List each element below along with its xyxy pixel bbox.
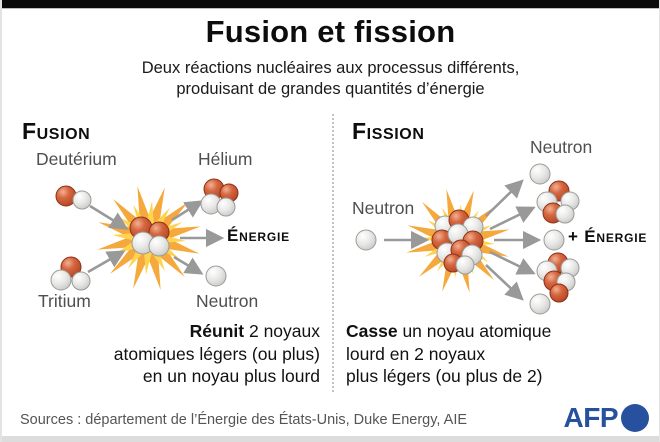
fusion-heading: Fusion bbox=[22, 118, 91, 144]
proton-sphere-icon bbox=[60, 256, 82, 278]
neutron-sphere-icon bbox=[148, 235, 170, 257]
neutron-sphere-icon bbox=[455, 255, 475, 275]
fission-neutron-out-label: Neutron bbox=[530, 137, 593, 157]
top-black-bar bbox=[2, 0, 659, 9]
fission-neutron-out-bottom-particle bbox=[529, 293, 551, 315]
proton-sphere-icon bbox=[431, 229, 453, 251]
page-subtitle: Deux réactions nucléaires aux processus … bbox=[2, 58, 659, 100]
neutron-sphere-icon bbox=[447, 223, 469, 245]
fission-desc-bold: Casse bbox=[346, 321, 398, 341]
bottom-gray-bar bbox=[2, 436, 659, 442]
fusion-starburst bbox=[97, 186, 201, 290]
deuterium-atom bbox=[55, 185, 92, 210]
neutron-sphere-icon bbox=[50, 269, 72, 291]
fission-energy-label: + Énergie bbox=[568, 227, 648, 246]
fission-energy-neutron-particle bbox=[543, 229, 565, 251]
fission-neutron-in-label: Neutron bbox=[352, 198, 415, 218]
page-title: Fusion et fission bbox=[205, 14, 456, 49]
neutron-sphere-icon bbox=[529, 293, 551, 315]
fusion-desc-line-3: en un noyau plus lourd bbox=[142, 366, 320, 386]
neutron-sphere-icon bbox=[560, 191, 580, 211]
neutron-sphere-icon bbox=[131, 231, 155, 255]
neutron-sphere-icon bbox=[216, 197, 236, 217]
neutron-sphere-icon bbox=[436, 242, 458, 264]
neutron-sphere-icon bbox=[536, 191, 558, 213]
fission-neutron-out-top-particle bbox=[529, 163, 551, 185]
gray-arrow-icon bbox=[173, 255, 204, 275]
proton-sphere-icon bbox=[203, 178, 225, 200]
fission-starburst bbox=[406, 189, 510, 293]
gray-arrow-icon bbox=[485, 179, 524, 217]
neutron-sphere-icon bbox=[72, 190, 92, 210]
neutron-sphere-icon bbox=[462, 216, 484, 238]
proton-sphere-icon bbox=[129, 216, 153, 240]
fission-fragment-1 bbox=[536, 180, 580, 224]
fusion-neutron-label: Neutron bbox=[196, 291, 259, 311]
proton-sphere-icon bbox=[148, 221, 170, 243]
gray-arrow-icon bbox=[89, 204, 129, 230]
fusion-desc-line-1: Réunit 2 noyaux bbox=[60, 320, 320, 343]
fission-nucleus bbox=[431, 209, 484, 275]
neutron-sphere-icon bbox=[200, 193, 222, 215]
neutron-sphere-icon bbox=[529, 163, 551, 185]
dotted-divider bbox=[332, 114, 334, 392]
tritium-label: Tritium bbox=[38, 291, 91, 311]
proton-sphere-icon bbox=[450, 239, 472, 261]
fission-heading: Fission bbox=[352, 118, 425, 144]
neutron-sphere-icon bbox=[555, 204, 575, 224]
fission-fragment-2 bbox=[536, 252, 580, 303]
neutron-sphere-icon bbox=[71, 271, 91, 291]
gray-arrow-icon bbox=[87, 250, 126, 274]
proton-sphere-icon bbox=[547, 252, 569, 274]
afp-logo: AFP bbox=[563, 402, 649, 434]
subtitle-line-1: Deux réactions nucléaires aux processus … bbox=[141, 59, 520, 77]
fission-desc-line-3: plus légers (ou plus de 2) bbox=[346, 366, 543, 386]
proton-sphere-icon bbox=[443, 253, 463, 273]
fission-description: Casse un noyau atomique lourd en 2 noyau… bbox=[346, 320, 616, 388]
fusion-desc-bold: Réunit bbox=[189, 321, 245, 341]
neutron-sphere-icon bbox=[434, 215, 456, 237]
fusion-desc-rest: 2 noyaux bbox=[244, 321, 320, 341]
tritium-atom bbox=[50, 256, 91, 291]
proton-sphere-icon bbox=[219, 183, 239, 203]
neutron-sphere-icon bbox=[556, 272, 576, 292]
proton-sphere-icon bbox=[542, 202, 564, 224]
proton-sphere-icon bbox=[549, 283, 569, 303]
fusion-nucleus bbox=[129, 216, 170, 257]
fission-desc-line-1: Casse un noyau atomique bbox=[346, 320, 616, 343]
fission-desc-rest: un noyau atomique bbox=[397, 321, 552, 341]
neutron-sphere-icon bbox=[461, 244, 483, 266]
fusion-description: Réunit 2 noyaux atomiques légers (ou plu… bbox=[60, 320, 320, 388]
afp-logo-circle-icon bbox=[621, 404, 649, 432]
sources-credit: Sources : département de l’Énergie des É… bbox=[20, 412, 468, 428]
fission-neutron-in-particle bbox=[355, 229, 377, 251]
fission-desc-line-2: lourd en 2 noyaux bbox=[346, 343, 486, 364]
gray-arrow-icon bbox=[489, 250, 536, 275]
proton-sphere-icon bbox=[548, 180, 570, 202]
neutron-sphere-icon bbox=[205, 265, 227, 287]
afp-logo-text: AFP bbox=[563, 402, 619, 433]
neutron-sphere-icon bbox=[355, 229, 377, 251]
gray-arrow-icon bbox=[489, 206, 536, 231]
fusion-desc-line-2: atomiques légers (ou plus) bbox=[113, 343, 320, 364]
proton-sphere-icon bbox=[543, 270, 565, 292]
helium-atom bbox=[200, 178, 239, 217]
proton-sphere-icon bbox=[55, 185, 77, 207]
fusion-neutron-particle bbox=[205, 265, 227, 287]
proton-sphere-icon bbox=[462, 230, 484, 252]
helium-label: Hélium bbox=[198, 149, 253, 169]
neutron-sphere-icon bbox=[543, 229, 565, 251]
neutron-sphere-icon bbox=[536, 260, 558, 282]
neutron-sphere-icon bbox=[560, 258, 580, 278]
fusion-energy-label: Énergie bbox=[227, 226, 290, 245]
deuterium-label: Deutérium bbox=[36, 149, 117, 169]
subtitle-line-2: produisant de grandes quantités d’énergi… bbox=[176, 80, 485, 98]
gray-arrow-icon bbox=[171, 200, 204, 222]
gray-arrow-icon bbox=[485, 264, 524, 301]
proton-sphere-icon bbox=[448, 209, 470, 231]
